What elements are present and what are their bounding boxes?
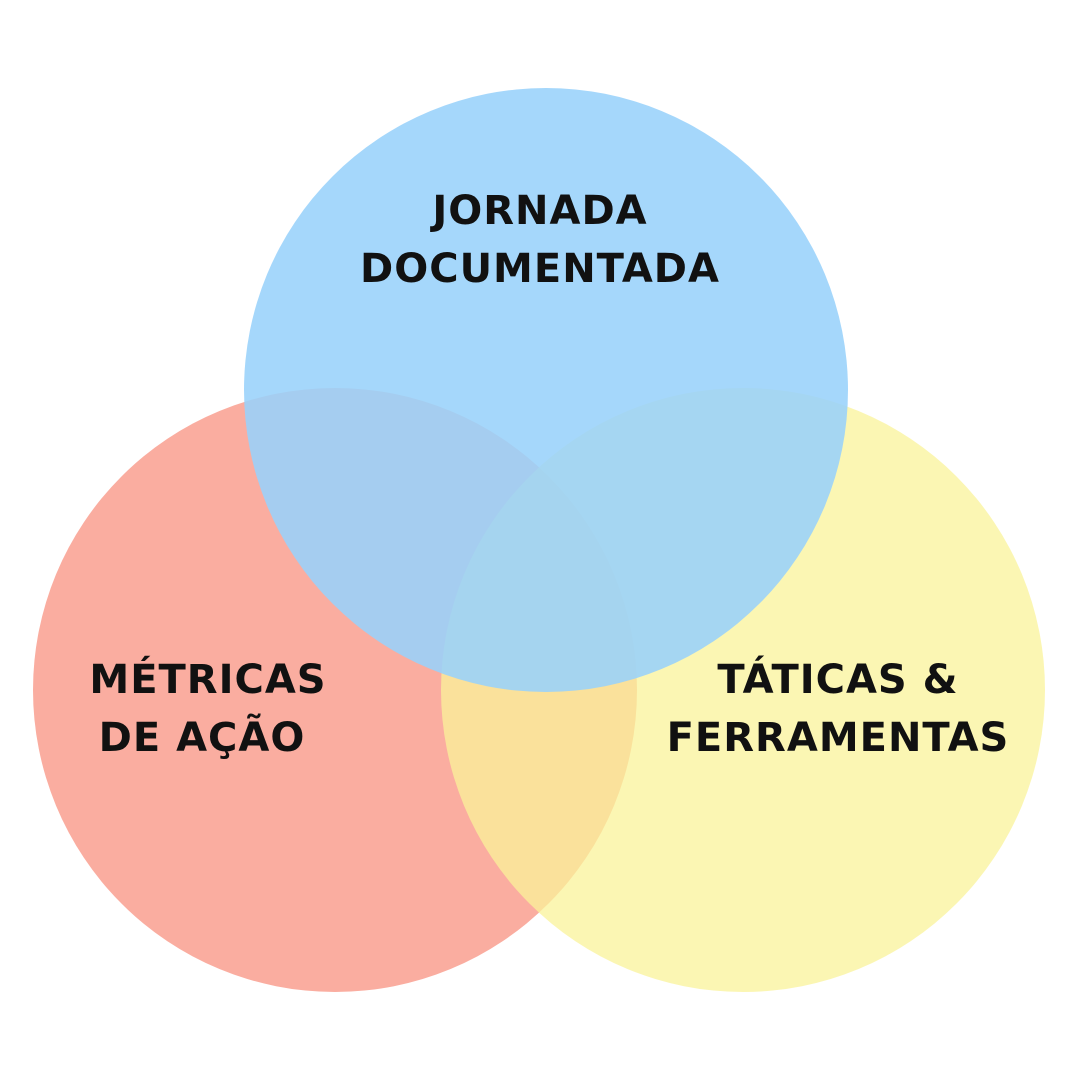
label-taticas-line2: FERRAMENTAS xyxy=(667,715,1010,761)
label-jornada-line2: DOCUMENTADA xyxy=(360,246,720,292)
label-metricas-line2: DE AÇÃO xyxy=(99,712,306,761)
label-jornada-line1: JORNADA xyxy=(429,188,647,234)
label-taticas-line1: TÁTICAS & xyxy=(717,655,958,703)
circle-jornada xyxy=(244,88,848,692)
label-metricas-line1: MÉTRICAS xyxy=(89,655,326,703)
